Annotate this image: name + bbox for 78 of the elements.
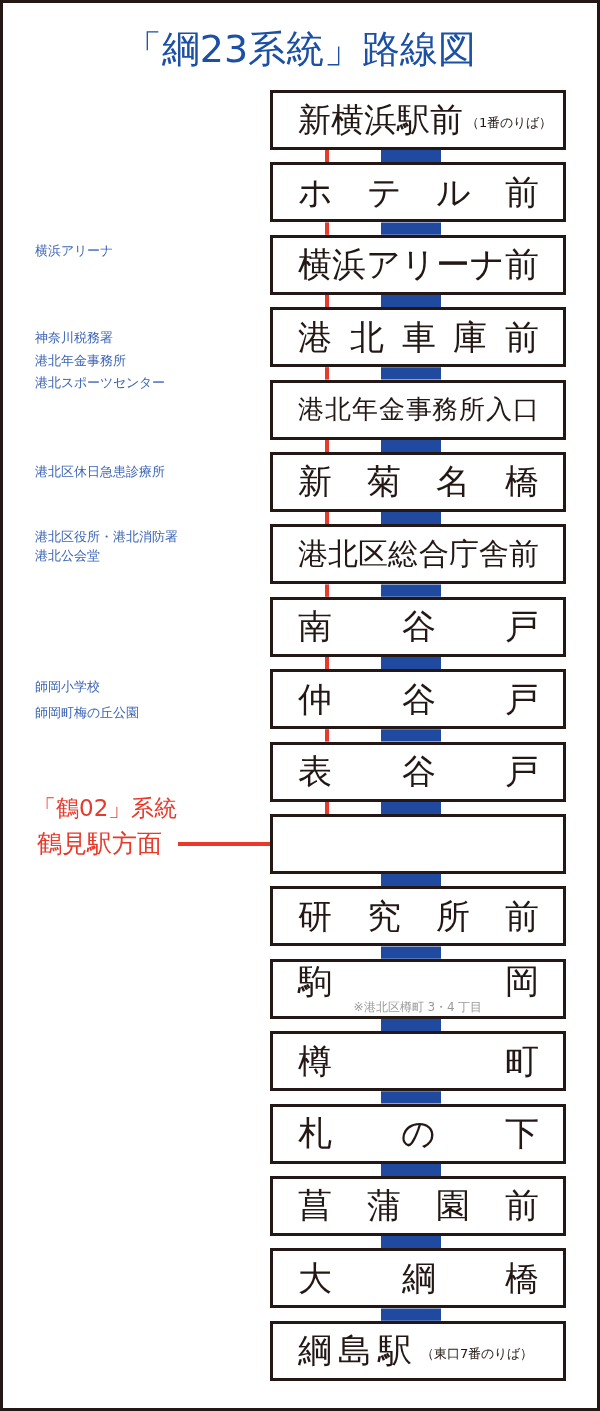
- stop-name: 横浜アリーナ前: [298, 245, 539, 285]
- stop-name: 南谷戸: [298, 607, 539, 647]
- route-line: [381, 874, 441, 887]
- bus-stop-box: [270, 1176, 566, 1236]
- route-line: [178, 842, 270, 846]
- route-line: [381, 1018, 441, 1032]
- route-line: [325, 294, 329, 308]
- facility-label: 港北区休日急患診療所: [35, 464, 165, 480]
- stop-name: 札の下: [298, 1114, 539, 1154]
- bus-stop-box: [270, 596, 566, 657]
- route-line: [381, 584, 441, 597]
- route-name: 「鶴02」系統: [33, 794, 178, 823]
- bus-stop-box: [270, 234, 566, 295]
- route-line: [381, 512, 441, 525]
- boarding-note: （東口7番のりば）: [421, 1344, 534, 1362]
- stop-name: 駒岡: [298, 963, 539, 998]
- route-line: [381, 1236, 441, 1249]
- bus-stop-box: [270, 814, 566, 874]
- stop-name: 大綱橋: [298, 1258, 539, 1298]
- bus-stop-box: [270, 90, 566, 150]
- route-line: [381, 367, 441, 380]
- route-line: [325, 439, 329, 452]
- boarding-note: （1番のりば）: [466, 114, 553, 131]
- route-line: [325, 729, 329, 742]
- bus-stop-box: [270, 1248, 566, 1309]
- bus-stop-box: [270, 524, 566, 585]
- route-line: [381, 1163, 441, 1176]
- route-line: [381, 222, 441, 235]
- route-line: [325, 584, 329, 597]
- direction-label: 鶴見駅方面: [37, 828, 162, 860]
- route-line: [325, 222, 329, 235]
- bus-stop-box: [270, 1031, 566, 1092]
- route-line: [381, 946, 441, 959]
- bus-stop-box: [270, 741, 566, 802]
- stop-name: 新菊名橋: [298, 462, 539, 502]
- bus-stop-box: [270, 162, 566, 223]
- stop-name: 研究所前: [298, 896, 539, 936]
- stop-name: 港北区総合庁舎前: [298, 537, 539, 572]
- facility-label: 港北年金事務所: [35, 353, 126, 369]
- route-line: [381, 294, 441, 308]
- stop-name: 菖蒲園前: [298, 1186, 539, 1226]
- route-line: [381, 1091, 441, 1104]
- facility-label: 港北区役所・港北消防署: [35, 529, 178, 545]
- bus-stop-box: [270, 452, 566, 512]
- facility-label: 港北スポーツセンター: [35, 375, 165, 391]
- stop-name: 樽町: [298, 1041, 539, 1081]
- stop-name: 港北年金事務所入口: [298, 394, 539, 425]
- route-line: [381, 729, 441, 742]
- route-line: [381, 801, 441, 814]
- route-line: [381, 150, 441, 163]
- facility-label: 師岡小学校: [35, 679, 100, 695]
- title: 「綱23系統」路線図: [123, 26, 477, 72]
- bus-stop-box: [270, 1320, 566, 1381]
- bus-stop-box: [270, 307, 566, 368]
- facility-label: 港北公会堂: [35, 548, 100, 564]
- bus-stop-box: [270, 1103, 566, 1164]
- stop-name: 綱島駅: [298, 1331, 418, 1371]
- route-line: [381, 1308, 441, 1321]
- facility-label: 横浜アリーナ: [35, 243, 113, 259]
- location-note: ※港北区樽町 3・4 丁目: [353, 999, 483, 1015]
- stop-name: 港北車庫前: [298, 317, 539, 357]
- stop-name: 表谷戸: [298, 752, 539, 792]
- bus-stop-box: [270, 669, 566, 730]
- facility-label: 師岡町梅の丘公園: [35, 705, 139, 721]
- facility-label: 神奈川税務署: [35, 330, 113, 346]
- stop-name: 仲谷戸: [298, 679, 539, 719]
- bus-stop-box: [270, 886, 566, 947]
- stop-name: 新横浜駅前: [298, 101, 463, 139]
- route-line: [325, 367, 329, 380]
- route-line: [381, 656, 441, 670]
- bus-stop-box: [270, 958, 566, 1019]
- route-line: [325, 656, 329, 670]
- route-line: [381, 439, 441, 452]
- route-line: [325, 150, 329, 163]
- route-line: [325, 801, 329, 814]
- route-line: [325, 512, 329, 525]
- stop-name: ホテル前: [298, 172, 539, 212]
- bus-stop-box: [270, 379, 566, 440]
